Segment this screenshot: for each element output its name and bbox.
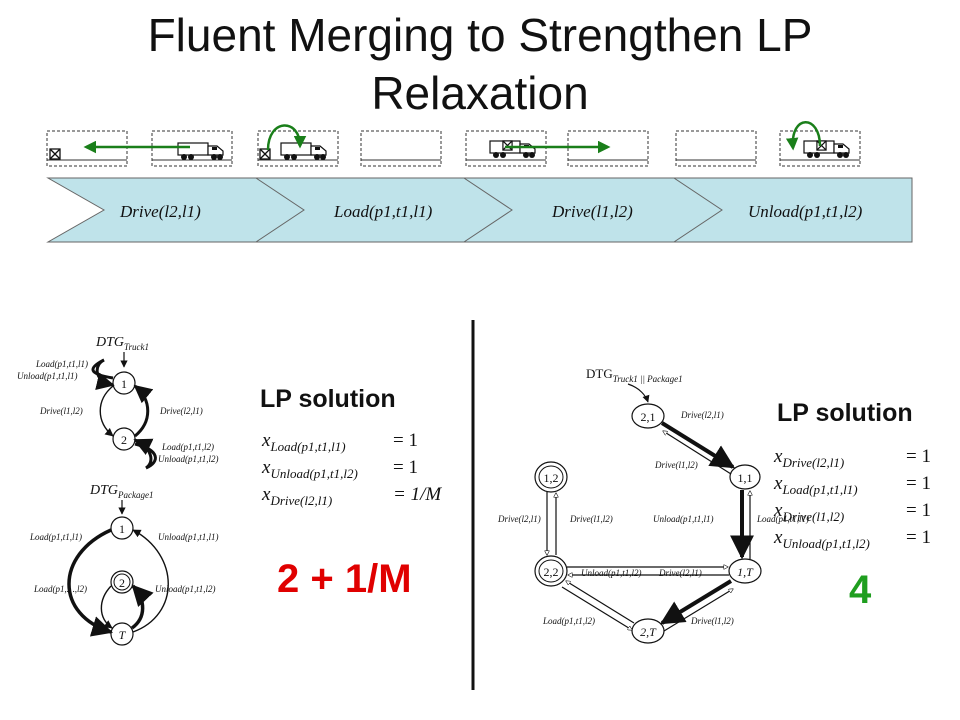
svg-text:1,1: 1,1 [738, 471, 753, 485]
package-icon [502, 140, 513, 151]
svg-text:Drive(l2,l1): Drive(l2,l1) [680, 410, 724, 420]
svg-text:Unload(p1,t1,l1): Unload(p1,t1,l1) [17, 371, 78, 381]
svg-text:Load(p1,t1,l1): Load(p1,t1,l1) [756, 514, 809, 524]
merged-node-1-1 [729, 464, 761, 490]
truck-icon [280, 142, 327, 161]
state-box [360, 130, 442, 167]
svg-text:1: 1 [121, 377, 127, 391]
svg-text:Load(p1,t1,l2): Load(p1,t1,l2) [542, 616, 595, 626]
svg-text:= 1: = 1 [906, 473, 931, 494]
svg-text:Drive(l2,l1): Drive(l2,l1) [658, 568, 702, 578]
svg-text:xDrive(l1,l2): xDrive(l1,l2) [773, 500, 844, 524]
state-box [46, 130, 128, 167]
plan-arrows [83, 121, 822, 154]
state-box [257, 130, 339, 167]
chevron-step-4 [672, 177, 913, 243]
title-line-1: Fluent Merging to Strengthen LP [147, 9, 813, 61]
svg-text:Unload(p1,t1,l1): Unload(p1,t1,l1) [158, 532, 219, 542]
svg-text:Unload(p1,t1,l2): Unload(p1,t1,l2) [581, 568, 642, 578]
merged-dtg-title: DTGTruck1 || Package1 [586, 366, 683, 384]
svg-text:Drive(l1,l2): Drive(l1,l2) [690, 616, 734, 626]
svg-text:Load(p1,t1,l1): Load(p1,t1,l1) [29, 532, 82, 542]
package-node-1 [110, 516, 134, 540]
svg-text:1,T: 1,T [737, 565, 754, 579]
svg-text:= 1: = 1 [393, 430, 418, 451]
svg-text:= 1: = 1 [393, 457, 418, 478]
lp-result-right: 4 [849, 568, 872, 612]
svg-text:Load(p1,t1,l2): Load(p1,t1,l2) [161, 442, 214, 452]
action-chevrons [46, 177, 913, 243]
svg-text:Unload(p1,t1,l2): Unload(p1,t1,l2) [155, 584, 216, 594]
dtg-truck-title: DTGTruck1 [95, 335, 149, 352]
svg-text:xLoad(p1,t1,l1): xLoad(p1,t1,l1) [261, 430, 346, 454]
package-icon [49, 148, 61, 160]
merged-node-2-1 [631, 403, 665, 429]
lp-solution-title-right: LP solution [777, 399, 913, 427]
step-4-label: Unload(p1,t1,l2) [748, 202, 863, 221]
svg-text:2: 2 [119, 576, 125, 590]
merged-dtg-graph: DTGTruck1 || Package1 2,1 1,1 1,2 2,2 1,… [497, 366, 809, 644]
plan-states [46, 130, 861, 167]
step-3-label: Drive(l1,l2) [551, 202, 633, 221]
svg-text:= 1/M: = 1/M [393, 484, 442, 505]
step-2-label: Load(p1,t1,l1) [333, 202, 433, 221]
state-box [567, 130, 649, 167]
merged-node-2-2 [534, 555, 568, 587]
svg-text:Drive(l2,l1): Drive(l2,l1) [497, 514, 541, 524]
svg-text:1,2: 1,2 [544, 471, 559, 485]
svg-text:xUnload(p1,t1,l2): xUnload(p1,t1,l2) [773, 527, 870, 551]
svg-text:2: 2 [121, 433, 127, 447]
svg-text:Load(p1,…,l2): Load(p1,…,l2) [33, 584, 87, 594]
svg-text:2,2: 2,2 [544, 565, 559, 579]
svg-text:2,1: 2,1 [641, 410, 656, 424]
svg-text:xDrive(l2,l1): xDrive(l2,l1) [261, 484, 332, 508]
title-line-2: Relaxation [371, 67, 589, 119]
truck-icon [177, 142, 224, 161]
step-1-label: Drive(l2,l1) [119, 202, 201, 221]
svg-text:Load(p1,t1,l1): Load(p1,t1,l1) [35, 359, 88, 369]
svg-text:T: T [119, 628, 127, 642]
svg-text:Drive(l1,l2): Drive(l1,l2) [654, 460, 698, 470]
merged-node-1-2 [534, 461, 568, 493]
state-box [675, 130, 757, 167]
svg-text:xDrive(l2,l1): xDrive(l2,l1) [773, 446, 844, 470]
dtg-package-title: DTGPackage1 [89, 483, 154, 500]
svg-text:Unload(p1,t1,l2): Unload(p1,t1,l2) [158, 454, 219, 464]
lp-vars-right: xDrive(l2,l1) = 1 xLoad(p1,t1,l1) = 1 xD… [773, 446, 931, 551]
svg-text:= 1: = 1 [906, 500, 931, 521]
svg-text:Drive(l2,l1): Drive(l2,l1) [159, 406, 203, 416]
svg-text:= 1: = 1 [906, 527, 931, 548]
package-icon [259, 148, 271, 160]
dtg-truck-graph: DTGTruck1 1 2 Load(p1,t1,l1) Unload(p1,t… [17, 335, 219, 470]
dtg-package-graph: DTGPackage1 1 2 T Load(p1,t1,l1) Unload(… [29, 483, 219, 646]
svg-text:1: 1 [119, 522, 125, 536]
svg-text:Drive(l1,l2): Drive(l1,l2) [569, 514, 613, 524]
page-title: Fluent Merging to Strengthen LP Relaxati… [0, 6, 960, 122]
state-box [779, 130, 861, 167]
state-box [465, 130, 547, 167]
lp-vars-left: xLoad(p1,t1,l1) = 1 xUnload(p1,t1,l2) = … [261, 430, 442, 508]
svg-text:Unload(p1,t1,l1): Unload(p1,t1,l1) [653, 514, 714, 524]
svg-text:xUnload(p1,t1,l2): xUnload(p1,t1,l2) [261, 457, 358, 481]
unload-arrow [785, 121, 822, 151]
lp-solution-title-left: LP solution [260, 385, 396, 413]
lp-result-left: 2 + 1/M [277, 557, 412, 601]
load-arrow [266, 124, 307, 151]
svg-text:Drive(l1,l2): Drive(l1,l2) [39, 406, 83, 416]
svg-text:= 1: = 1 [906, 446, 931, 467]
svg-text:2,T: 2,T [640, 625, 657, 639]
svg-text:xLoad(p1,t1,l1): xLoad(p1,t1,l1) [773, 473, 858, 497]
package-icon [816, 140, 827, 151]
state-box [151, 130, 233, 167]
